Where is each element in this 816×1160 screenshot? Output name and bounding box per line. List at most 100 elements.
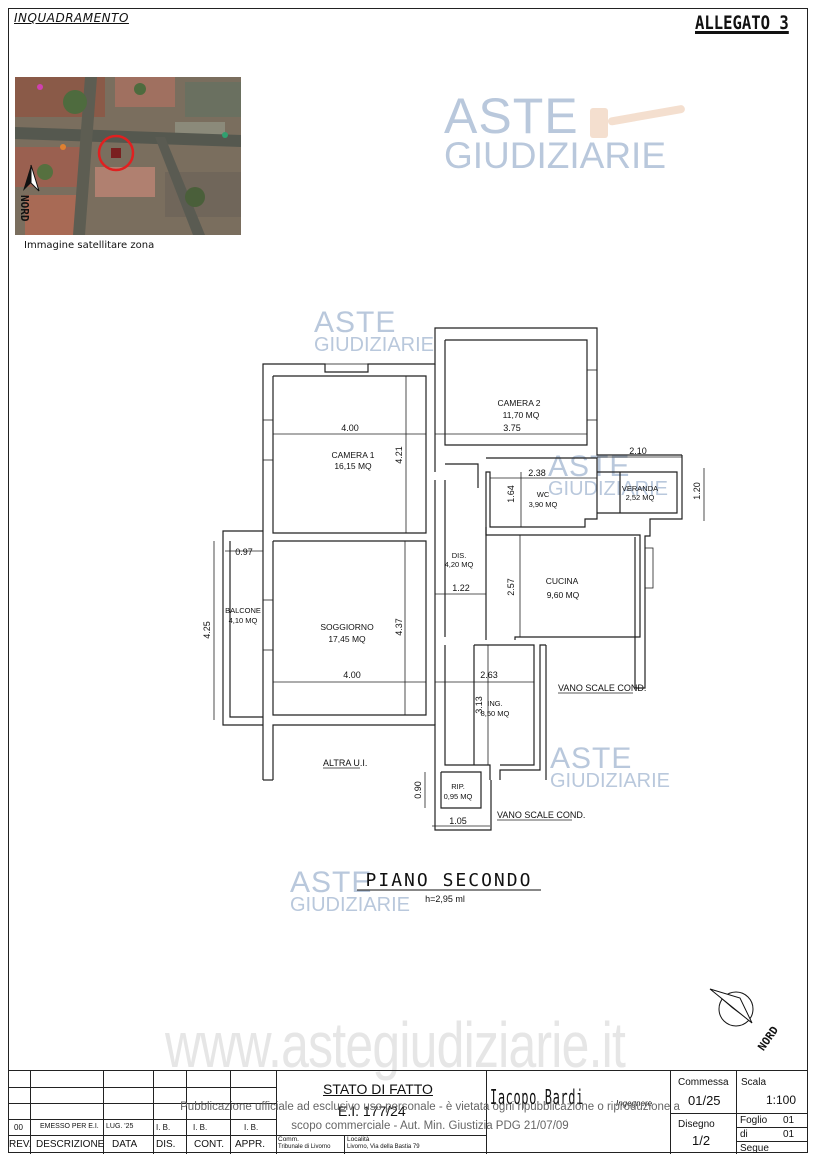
tb-di-label: di <box>740 1129 748 1140</box>
room-cucina-name: CUCINA <box>546 576 579 586</box>
north-label-small: NORD <box>18 195 31 222</box>
site-watermark: www.astegiudiziarie.it <box>165 1009 626 1081</box>
tb-scala-value: 1:100 <box>766 1093 797 1107</box>
tb-comm-label: Comm. <box>278 1136 299 1143</box>
plan-walls <box>222 327 683 831</box>
room-veranda-name: VERANDA <box>622 484 658 493</box>
tb-comm-value: Tribunale di Livorno <box>278 1144 331 1150</box>
tb-dis-label: DIS. <box>156 1139 176 1150</box>
room-camera1-name: CAMERA 1 <box>332 450 375 460</box>
tb-row-rev: 00 <box>14 1123 23 1132</box>
tb-date-label: DATA <box>112 1139 138 1150</box>
dim-2-10: 2.10 <box>629 446 647 456</box>
tb-firm-role: Ingegnere <box>616 1099 653 1108</box>
north-arrow-icon <box>709 988 754 1027</box>
watermark-plan-3-line2: GIUDIZIARIE <box>550 770 671 792</box>
tb-row-date: LUG. '25 <box>106 1123 134 1130</box>
tb-row-appr: I. B. <box>244 1123 259 1132</box>
watermark-plan-2-line2: GIUDIZIARIE <box>548 478 669 500</box>
tb-desc-label: DESCRIZIONE <box>36 1139 105 1150</box>
room-rip-area: 0,95 MQ <box>444 792 473 801</box>
dim-2-38: 2.38 <box>528 468 546 478</box>
tb-row-cont: I. B. <box>193 1123 208 1132</box>
dim-1-05: 1.05 <box>449 816 467 826</box>
room-cucina-area: 9,60 MQ <box>547 590 580 600</box>
tb-rev-label: REV. <box>9 1139 32 1150</box>
dim-0-97: 0.97 <box>235 547 253 557</box>
drawing-frame <box>8 8 808 1153</box>
room-camera1-area: 16,15 MQ <box>334 461 372 471</box>
room-camera2-name: CAMERA 2 <box>498 398 541 408</box>
watermark-plan-3: ASTE GIUDIZIARIE <box>550 742 671 792</box>
label-vano-scale-1: VANO SCALE COND. <box>558 683 646 693</box>
plan-windows <box>262 363 654 651</box>
plan-room-labels: CAMERA 1 16,15 MQ CAMERA 2 11,70 MQ SOGG… <box>225 398 658 801</box>
satellite-image <box>15 77 241 235</box>
tb-drawing-title: STATO DI FATTO <box>323 1081 433 1097</box>
dim-1-22: 1.22 <box>452 583 470 593</box>
tb-drawing-subtitle: E.I. 177/24 <box>338 1103 406 1119</box>
dim-4-21: 4.21 <box>394 446 404 464</box>
dim-2-63: 2.63 <box>480 670 498 680</box>
room-camera2-area: 11,70 MQ <box>503 410 540 420</box>
tb-disegno-label: Disegno <box>678 1119 715 1130</box>
plan-dimension-lines <box>213 376 705 827</box>
tb-commessa-value: 01/25 <box>688 1093 721 1108</box>
floor-title: PIANO SECONDO <box>366 870 533 891</box>
title-block: 00 EMESSO PER E.I. LUG. '25 I. B. I. B. … <box>8 1070 808 1154</box>
dim-1-20: 1.20 <box>692 482 702 500</box>
room-wc-name: WC <box>537 490 550 499</box>
tb-row-dis: I. B. <box>156 1123 171 1132</box>
tb-disegno-value: 1/2 <box>692 1133 711 1148</box>
room-wc-area: 3,90 MQ <box>529 500 558 509</box>
satellite-map-graphic <box>15 77 241 235</box>
dim-2-57: 2.57 <box>506 578 516 596</box>
label-altra-ui: ALTRA U.I. <box>323 758 367 768</box>
watermark-plan-1-line1: ASTE <box>314 306 397 339</box>
tb-scala-label: Scala <box>741 1077 767 1088</box>
watermark-plan-2: ASTE GIUDIZIARIE <box>548 450 669 500</box>
label-vano-scale-2: VANO SCALE COND. <box>497 810 585 820</box>
dim-3-75: 3.75 <box>503 423 521 433</box>
tb-foglio-value: 01 <box>783 1115 795 1126</box>
room-rip-name: RIP. <box>451 782 465 791</box>
dim-3-13: 3.13 <box>474 696 484 714</box>
room-soggiorno-name: SOGGIORNO <box>320 622 374 632</box>
tb-loc-value: Livorno, Via della Bastia 79 <box>347 1144 420 1150</box>
dim-0-90: 0.90 <box>413 781 423 799</box>
dim-4-00-bottom: 4.00 <box>343 670 361 680</box>
watermark-plan-4-line2: GIUDIZIARIE <box>290 894 411 916</box>
tb-cont-label: CONT. <box>194 1139 224 1150</box>
watermark-main: ASTE GIUDIZIARIE <box>444 88 666 174</box>
watermark-plan-2-line1: ASTE <box>548 450 631 483</box>
plan-area-labels: VANO SCALE COND. VANO SCALE COND. ALTRA … <box>323 683 646 820</box>
dim-4-37: 4.37 <box>394 618 404 636</box>
tb-commessa-label: Commessa <box>678 1077 729 1088</box>
north-arrow-small-icon <box>23 164 40 192</box>
dim-1-64: 1.64 <box>506 485 516 503</box>
tb-row-desc: EMESSO PER E.I. <box>40 1123 99 1130</box>
room-veranda-area: 2,52 MQ <box>626 493 655 502</box>
watermark-plan-1-line2: GIUDIZIARIE <box>314 334 435 356</box>
watermark-plan-3-line1: ASTE <box>550 742 633 775</box>
dim-4-00-top: 4.00 <box>341 423 359 433</box>
tb-segue-label: Segue <box>740 1143 769 1154</box>
room-ing-area: 8,50 MQ <box>481 709 510 718</box>
gavel-watermark-icon <box>590 105 685 138</box>
floor-height: h=2,95 ml <box>425 894 465 904</box>
tb-loc-label: Località <box>347 1136 370 1143</box>
attachment-label: ALLEGATO 3 <box>695 12 789 34</box>
watermark-line1: ASTE <box>444 88 579 144</box>
room-dis-area: 4,20 MQ <box>445 560 474 569</box>
publication-note: Pubblicazione ufficiale ad esclusivo uso… <box>180 1101 680 1132</box>
dim-4-25: 4.25 <box>202 621 212 639</box>
plan-dimension-texts: 4.00 4.21 3.75 2.10 2.38 1.64 1.20 0.97 … <box>202 423 702 826</box>
watermark-plan-1: ASTE GIUDIZIARIE <box>314 306 435 356</box>
section-title: INQUADRAMENTO <box>14 11 129 25</box>
tb-foglio-label: Foglio <box>740 1115 768 1126</box>
tb-di-value: 01 <box>783 1129 795 1140</box>
room-ing-name: ING. <box>487 699 502 708</box>
room-dis-name: DIS. <box>452 551 467 560</box>
watermark-plan-4-line1: ASTE <box>290 866 373 899</box>
